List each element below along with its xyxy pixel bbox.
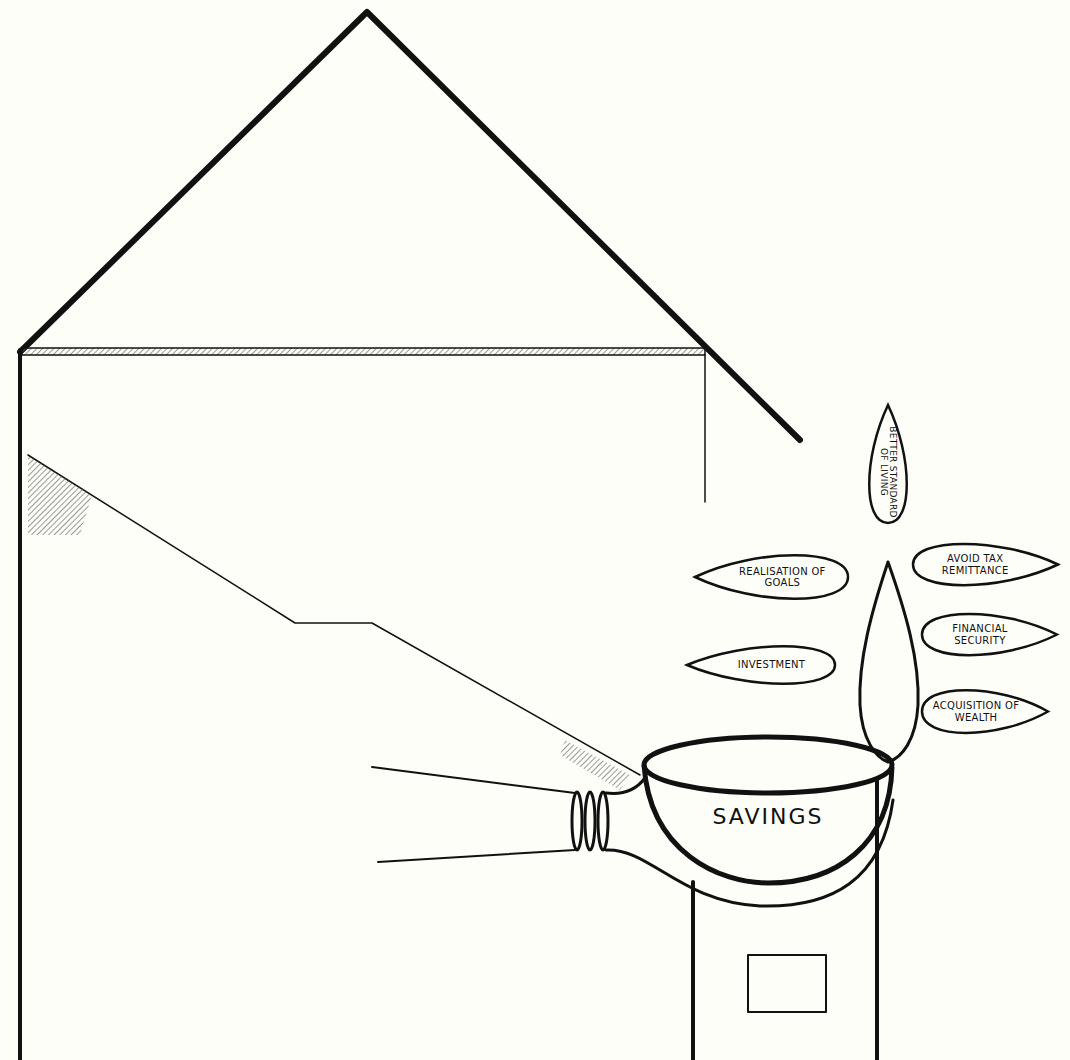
- benefit-label: BETTER STANDARD OF LIVING: [865, 424, 911, 520]
- stand-line: [691, 882, 695, 1060]
- benefit-drop: AVOID TAX REMITTANCE: [912, 536, 1059, 593]
- benefit-label: FINANCIAL SECURITY: [929, 609, 1030, 660]
- stand-window: [748, 955, 826, 1012]
- benefit-drop: REALISATION OF GOALS: [694, 547, 849, 607]
- post-line: [704, 355, 706, 502]
- benefit-label: AVOID TAX REMITTANCE: [921, 539, 1030, 590]
- benefit-label: REALISATION OF GOALS: [725, 550, 840, 604]
- shading: [560, 740, 630, 790]
- ceiling-band: [22, 348, 705, 355]
- lamp-flame: [860, 562, 918, 762]
- beam-line: [28, 455, 640, 775]
- spout-ring: [572, 792, 582, 850]
- benefit-drop: ACQUISITION OF WEALTH: [921, 682, 1049, 741]
- wall-line: [18, 350, 22, 1060]
- spout-ring: [598, 792, 608, 850]
- roof-line: [20, 12, 800, 440]
- lamp-label: SAVINGS: [650, 797, 886, 837]
- benefit-drop: BETTER STANDARD OF LIVING: [862, 404, 914, 524]
- shading: [28, 455, 92, 535]
- bowl-rim: [644, 737, 892, 793]
- spout-neck: [606, 778, 645, 793]
- benefit-drop: INVESTMENT: [686, 639, 836, 691]
- spout-line: [372, 767, 575, 793]
- benefit-label: ACQUISITION OF WEALTH: [929, 685, 1024, 738]
- spout-line: [378, 850, 575, 862]
- savings-lamp-bowl: SAVINGS: [640, 735, 896, 887]
- benefit-drop: FINANCIAL SECURITY: [921, 606, 1058, 663]
- bowl-body: [644, 765, 892, 883]
- spout-ring: [585, 792, 595, 850]
- benefit-label: INVESTMENT: [716, 642, 827, 688]
